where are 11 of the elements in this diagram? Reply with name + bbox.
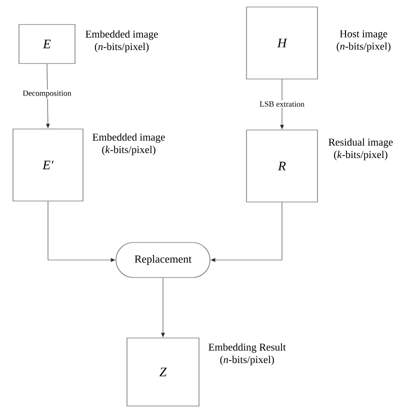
image-box: Z (126, 338, 200, 406)
node-caption: Embedded image (n-bits/pixel) (86, 30, 158, 52)
node-caption: Host image (n-bits/pixel) (336, 30, 390, 52)
image-box: E (18, 24, 76, 64)
image-box: R (246, 130, 318, 202)
image-box: H (246, 6, 318, 80)
process-terminal: Replacement (116, 242, 210, 278)
node-caption: Embedding Result (n-bits/pixel) (208, 343, 286, 366)
node-caption: Embedded image (k-bits/pixel) (92, 133, 165, 156)
node-caption: Residual image (k-bits/pixel) (328, 138, 393, 160)
image-box: E′ (12, 128, 84, 202)
